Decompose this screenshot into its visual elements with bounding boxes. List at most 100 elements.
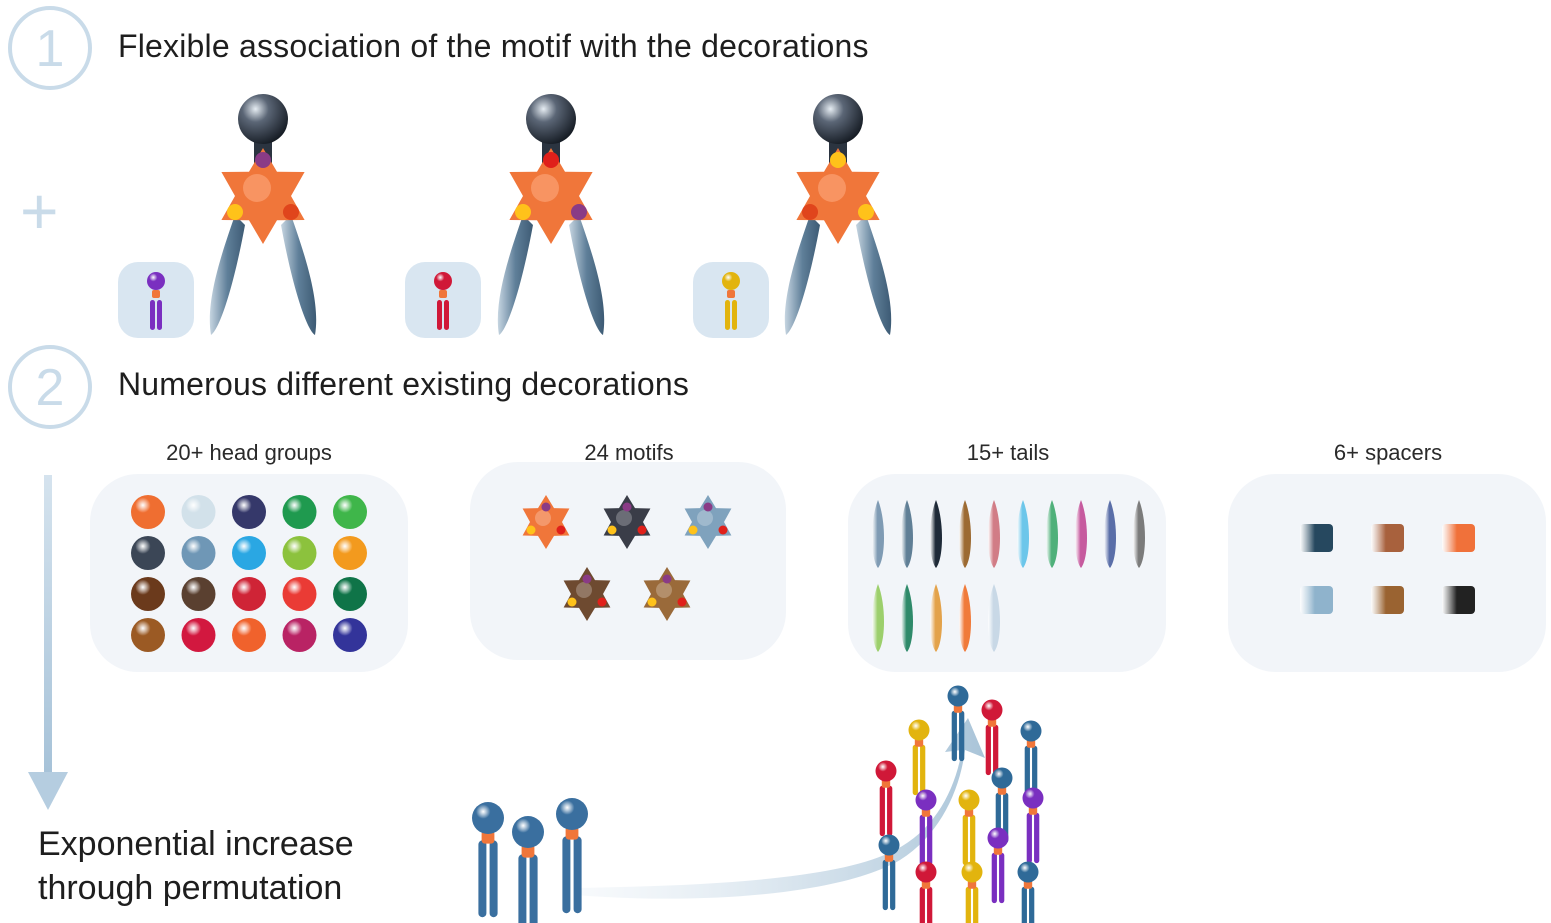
spacer-variant <box>1300 524 1333 552</box>
head-group-sphere <box>232 536 266 570</box>
head-group-sphere <box>333 577 367 611</box>
motif-variant <box>684 495 732 549</box>
spacer-variant <box>1371 524 1404 552</box>
lipid-molecule-icon <box>958 789 980 866</box>
head-group <box>813 94 863 144</box>
step-2-badge: 2 <box>6 343 94 431</box>
tail-variant <box>1017 500 1029 568</box>
step-2-circle-icon: 2 <box>8 345 92 429</box>
lipid-molecule-icon <box>875 760 897 837</box>
tail-variant <box>930 500 942 568</box>
lipid-molecule-icon <box>512 816 544 923</box>
tail-variant <box>959 584 971 652</box>
step-1-number: 1 <box>36 20 65 78</box>
spacer-variant <box>1442 586 1475 614</box>
tail-right <box>569 215 605 335</box>
head-group-sphere <box>282 495 317 529</box>
tail-right <box>856 215 892 335</box>
tail-variant <box>988 584 1000 652</box>
tail-variant <box>988 500 1000 568</box>
lipid-molecule-icon <box>908 719 930 796</box>
tail-variant <box>1075 500 1087 568</box>
head-group-sphere <box>282 577 317 611</box>
yellow-lipid-icon <box>722 272 740 330</box>
lipid-molecule-icon <box>915 789 937 866</box>
lipid-molecule-icon <box>878 834 900 911</box>
lipid-molecule-icon <box>1017 861 1039 923</box>
tail-variant <box>930 584 942 652</box>
head-group-sphere <box>333 495 367 529</box>
lipid-molecule-icon <box>1022 787 1044 864</box>
step-1-badge: 1 <box>6 4 94 92</box>
tail-variant <box>872 500 884 568</box>
conclusion-text: Exponential increase through permutation <box>38 822 354 910</box>
head-group-sphere <box>131 536 165 570</box>
tail-left <box>784 215 820 335</box>
tail-variant <box>1046 500 1058 568</box>
head-group-sphere <box>181 618 216 652</box>
spacer-variant <box>1371 586 1404 614</box>
progress-arrow-shaft <box>44 475 52 775</box>
motif-variant <box>563 567 611 621</box>
lipid-molecule-icon <box>556 798 588 914</box>
lipid-molecule-icon <box>961 861 983 923</box>
lipid-molecule-icon <box>1020 720 1042 797</box>
head-group-sphere <box>282 536 317 570</box>
lipid-box <box>693 262 769 338</box>
assembly-1 <box>118 94 317 338</box>
motif-variant <box>643 567 691 621</box>
head-group-sphere <box>131 618 165 652</box>
assembly-3 <box>693 94 892 338</box>
tail-right <box>281 215 317 335</box>
head-group-sphere <box>232 495 266 529</box>
assembly-2 <box>405 94 605 338</box>
lipid-molecule-icon <box>472 802 504 918</box>
tail-variant <box>959 500 971 568</box>
conclusion-line-1: Exponential increase <box>38 825 354 863</box>
head-group-sphere <box>181 495 216 529</box>
head-group-sphere <box>131 495 165 529</box>
lipid-molecule-icon <box>947 685 969 762</box>
tails-label: 15+ tails <box>966 440 1050 465</box>
head-group-sphere <box>333 536 367 570</box>
head-group-sphere <box>232 577 266 611</box>
head-group <box>238 94 288 144</box>
head-group-sphere <box>181 536 216 570</box>
tail-variant <box>1133 500 1145 568</box>
spacers-panel <box>1228 474 1546 672</box>
head-group <box>526 94 576 144</box>
lipid-molecule-icon <box>987 827 1009 904</box>
tail-left <box>497 215 533 335</box>
motif-variant <box>522 495 570 549</box>
conclusion-line-2: through permutation <box>38 869 343 907</box>
spacer-variant <box>1300 586 1333 614</box>
tails-panel <box>848 474 1166 672</box>
step-2-title: Numerous different existing decorations <box>118 366 690 402</box>
head-group-sphere <box>131 577 165 611</box>
lipid-molecule-icon <box>981 699 1003 776</box>
tail-variant <box>901 500 913 568</box>
lipid-box <box>405 262 481 338</box>
plus-sign: + <box>20 174 59 248</box>
head-groups-label: 20+ head groups <box>166 440 332 465</box>
purple-lipid-icon <box>147 272 165 330</box>
step-1-circle-icon: 1 <box>8 6 92 90</box>
lipid-box <box>118 262 194 338</box>
spacers-label: 6+ spacers <box>1333 440 1443 465</box>
step-2-number: 2 <box>36 359 65 417</box>
motifs-panel <box>470 462 786 660</box>
head-group-sphere <box>232 618 266 652</box>
tail-left <box>209 215 245 335</box>
motifs-label: 24 motifs <box>584 440 674 465</box>
tail-variant <box>1104 500 1116 568</box>
motif-variant <box>603 495 651 549</box>
red-lipid-icon <box>434 272 452 330</box>
lipid-molecule-icon <box>915 861 937 923</box>
tail-variant <box>901 584 913 652</box>
head-group-sphere <box>181 577 216 611</box>
tail-variant <box>872 584 884 652</box>
head-group-sphere <box>333 618 367 652</box>
progress-arrow-head-icon <box>28 772 68 810</box>
spacer-variant <box>1442 524 1475 552</box>
